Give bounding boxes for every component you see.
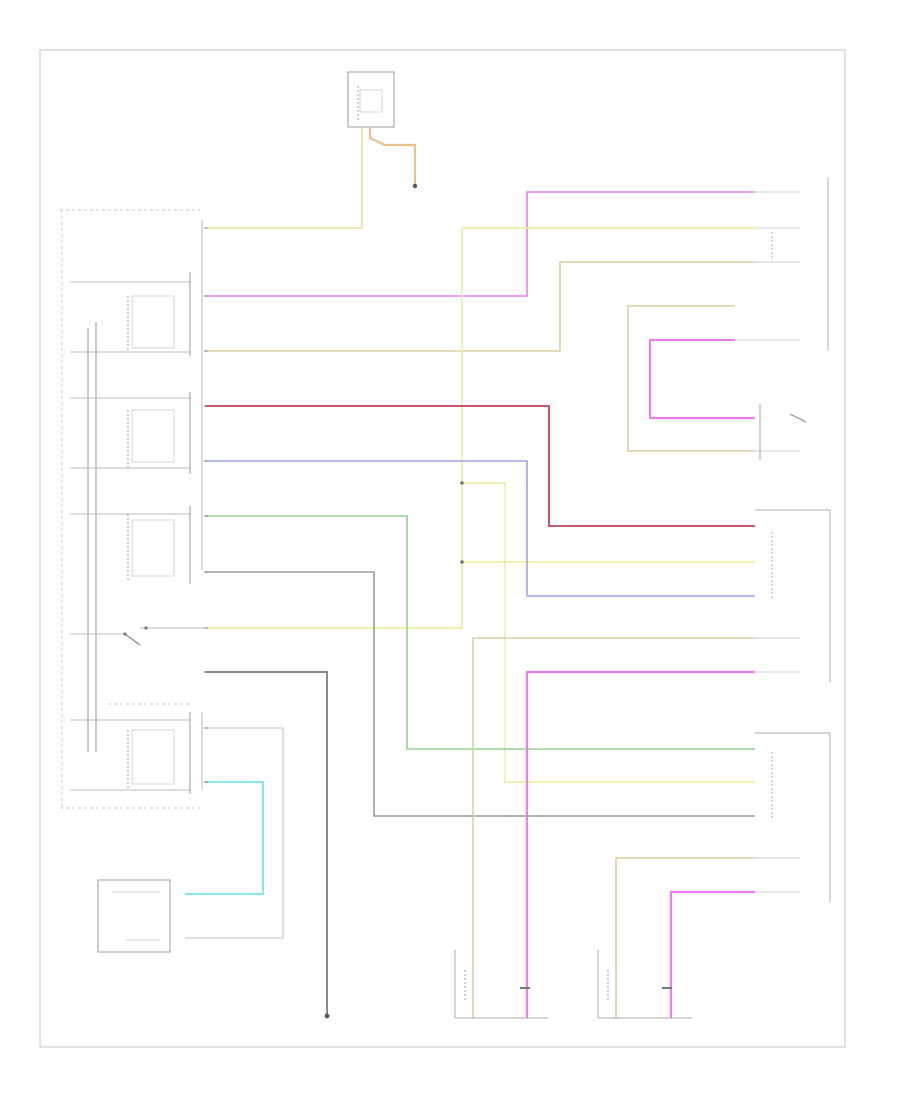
wire-tan-rf <box>205 261 755 352</box>
left-door-lock-switch <box>97 879 171 953</box>
main-switch-assembly <box>60 209 203 809</box>
rf-door-switch <box>735 339 807 460</box>
lf-lock-motor <box>755 509 831 682</box>
wire-pink-lf-door <box>525 670 755 1018</box>
diagram-frame <box>39 49 846 1048</box>
ground-terminal-2 <box>324 1013 330 1019</box>
wire-yellow-bus <box>205 227 755 629</box>
ground-terminal <box>412 183 418 189</box>
left-rear-door-switch <box>454 950 548 1019</box>
wire-red-lf <box>205 405 755 527</box>
wire-tan-lf-door <box>472 637 755 1018</box>
lf-window-switch <box>70 392 191 474</box>
wire-tan-rr-door <box>615 857 755 1018</box>
wire-fuse-orange <box>368 128 417 185</box>
rr-window-switch <box>70 506 191 584</box>
wire-yellow-lr <box>462 482 755 783</box>
window-lockout-switch <box>70 626 205 646</box>
wire-cyan <box>185 781 264 895</box>
wire-pink-rr-door <box>669 890 755 1018</box>
wire-fuse-tan <box>205 128 363 229</box>
connector-pins <box>204 227 208 783</box>
wire-pink-rf <box>205 191 755 297</box>
rf-window-switch <box>70 272 191 356</box>
rf-lock-motor <box>755 178 829 350</box>
wire-green-lr <box>205 515 755 750</box>
wire-blue-lf <box>205 460 755 597</box>
lr-lock-motor <box>755 732 831 902</box>
lr-window-switch <box>70 703 191 794</box>
wire-gray-lr <box>205 571 755 817</box>
wire-tan-rf-door <box>627 305 755 452</box>
wire-black-ground <box>205 671 328 1015</box>
wire-white <box>185 727 284 939</box>
fuse-box <box>347 71 395 128</box>
wire-pink-rf-door <box>649 339 755 419</box>
right-rear-door-switch <box>597 950 692 1019</box>
